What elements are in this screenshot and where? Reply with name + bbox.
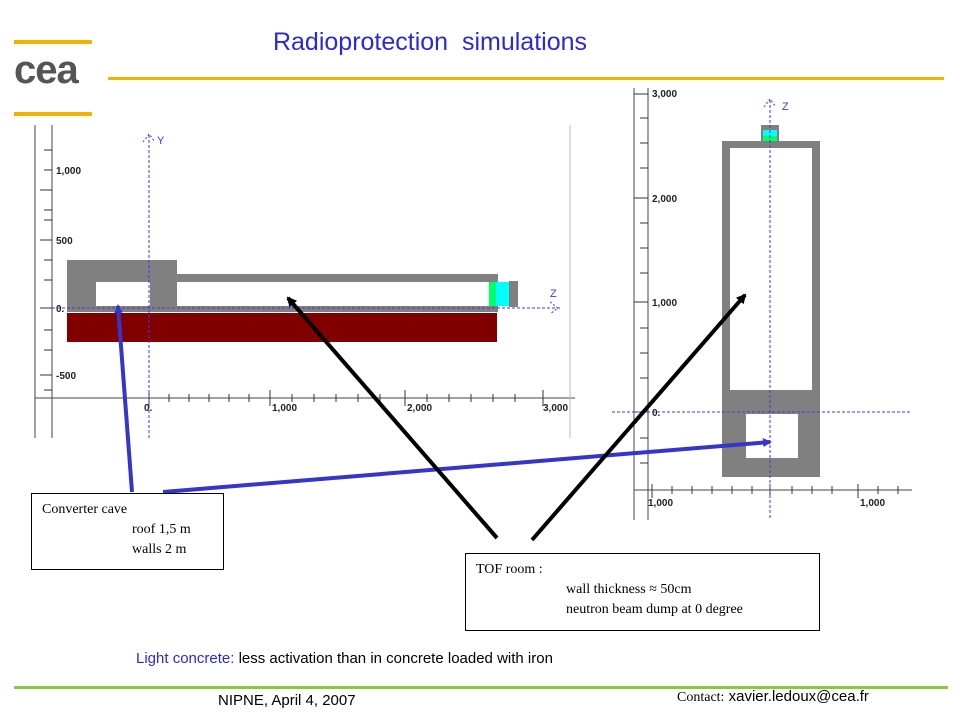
- right-simulation-view: 3,000 2,000 1,000 0. 1,000 1,000 Z: [612, 88, 917, 520]
- note-label: Light concrete:: [136, 650, 235, 667]
- arrow-converter-to-cave-top-view: [162, 438, 772, 494]
- footer-date: NIPNE, April 4, 2007: [218, 692, 356, 709]
- right-ytick-2000: 2,000: [652, 194, 677, 205]
- left-axis-label-y: Y: [157, 135, 165, 147]
- left-xtick-1000: 1,000: [272, 403, 297, 414]
- right-beam-dump-green: [763, 136, 777, 141]
- tof-room-walls: [722, 141, 820, 477]
- right-ytick-0: 0.: [652, 408, 661, 419]
- tof-line-2: wall thickness ≈ 50cm: [566, 582, 692, 597]
- converter-cave-walls: [67, 260, 498, 312]
- beam-dump-green: [489, 282, 496, 306]
- logo-bar-bottom: [14, 112, 92, 116]
- arrow-converter-to-cave: [114, 304, 134, 493]
- footer-contact: Contact: xavier.ledoux@cea.fr: [677, 688, 869, 706]
- right-ytick-3000: 3,000: [652, 89, 677, 100]
- left-ytick-minus500: -500: [56, 371, 76, 382]
- tof-room-callout: TOF room : wall thickness ≈ 50cm neutron…: [465, 553, 820, 631]
- left-xtick-3000: 3,000: [543, 403, 568, 414]
- left-ytick-500: 500: [56, 236, 73, 247]
- left-y-ticks: [40, 149, 52, 391]
- logo-bar-top: [14, 40, 92, 44]
- beam-dump-cyan: [496, 282, 509, 306]
- beam-dump-housing: [509, 281, 518, 307]
- converter-line-2: roof 1,5 m: [132, 522, 191, 537]
- tof-line-3: neutron beam dump at 0 degree: [566, 602, 743, 617]
- tof-line-1: TOF room :: [476, 562, 543, 577]
- right-ytick-1000: 1,000: [652, 298, 677, 309]
- light-concrete-note: Light concrete: less activation than in …: [136, 650, 553, 667]
- left-xtick-2000: 2,000: [407, 403, 432, 414]
- ground-slab: [67, 313, 497, 342]
- arrow-tof-to-left-room: [286, 296, 499, 540]
- converter-cave-callout: Converter cave roof 1,5 m walls 2 m: [31, 493, 224, 570]
- right-xtick-left: 1,000: [648, 498, 673, 509]
- right-axis-label-z: Z: [782, 101, 789, 113]
- converter-line-3: walls 2 m: [132, 542, 187, 557]
- footer-rule: [14, 686, 948, 689]
- left-ytick-0: 0.: [56, 304, 65, 315]
- contact-email[interactable]: xavier.ledoux@cea.fr: [728, 688, 869, 705]
- contact-label: Contact:: [677, 690, 725, 705]
- page-title: Radioprotection simulations: [272, 28, 588, 56]
- right-xtick-right: 1,000: [860, 498, 885, 509]
- left-axis-label-z: Z: [550, 288, 557, 300]
- arrow-tof-to-right-room: [530, 293, 747, 542]
- logo-text: cea: [14, 48, 79, 92]
- left-simulation-view: 1,000 500 0. -500 0. 1,000 2,000 3,000 Y…: [30, 120, 575, 440]
- converter-line-1: Converter cave: [42, 502, 128, 517]
- left-xtick-0: 0.: [144, 403, 153, 414]
- logo: cea: [0, 0, 110, 120]
- note-text: less activation than in concrete loaded …: [238, 650, 553, 667]
- left-ytick-1000: 1,000: [56, 166, 81, 177]
- header-rule: [108, 77, 944, 80]
